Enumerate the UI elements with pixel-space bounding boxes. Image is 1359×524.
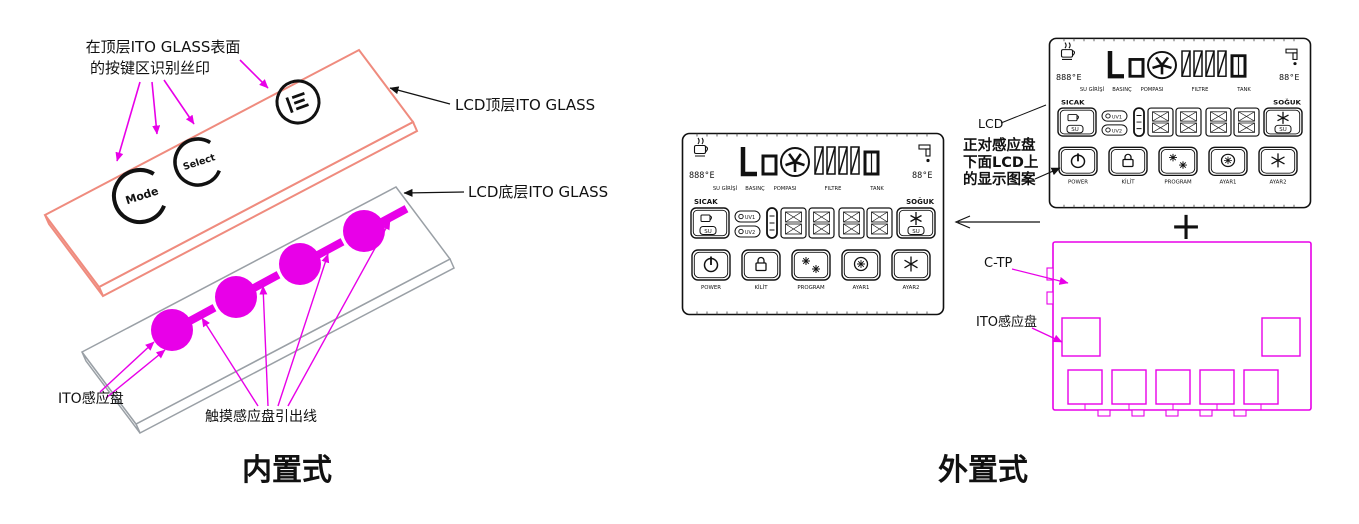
pad-tail-1 (186, 304, 217, 326)
ctp-pad-pins (1084, 404, 1262, 410)
ito-pad-3 (279, 243, 321, 285)
ito-pads (151, 210, 385, 351)
display-pattern-note-line2: 下面LCD上 (963, 154, 1039, 171)
silk-print-annotation-line1: 在顶层ITO GLASS表面 (86, 38, 241, 56)
bars-key-print (275, 79, 321, 125)
arrow-to-select-2 (163, 79, 195, 125)
ito-pad-right-label: ITO感应盘 (976, 314, 1037, 330)
pad-tail-2 (250, 271, 281, 293)
lead-wire-leaders (201, 220, 391, 407)
arrow-to-select (151, 81, 161, 135)
pad-tail-3 (314, 238, 345, 260)
external-diagram: LCD 正对感应盘 下面LCD上 的显示图案 + C-TP (683, 38, 1312, 488)
plus-sign: + (1170, 204, 1202, 248)
ito-pad-4 (343, 210, 385, 252)
result-arrow (954, 215, 1040, 229)
arrow-to-bars (239, 59, 269, 89)
bottom-glass-label: LCD底层ITO GLASS (468, 183, 608, 201)
ito-pad-2 (215, 276, 257, 318)
ito-pad-tails (186, 205, 409, 326)
lead-wire-label: 触摸感应盘引出线 (205, 408, 317, 425)
ctp-label: C-TP (984, 256, 1013, 271)
ctp-leader (1011, 268, 1069, 285)
lcd-leader (1000, 104, 1047, 124)
arrow-to-mode (115, 81, 141, 162)
title-external: 外置式 (938, 453, 1028, 488)
ctp-pad-row-4 (1199, 369, 1235, 405)
display-pattern-leader (1034, 167, 1061, 180)
built-in-diagram: 在顶层ITO GLASS表面 的按键区识别丝印 Mode Select (43, 38, 608, 488)
ctp-panel (1046, 241, 1312, 417)
ctp-bottom-tab-1 (1097, 409, 1111, 417)
silk-print-arrows (115, 59, 269, 162)
panel-main (683, 134, 944, 315)
ito-pad-label: ITO感应盘 (58, 390, 124, 407)
silk-print-annotation-line2: 的按键区识别丝印 (90, 59, 210, 77)
ctp-left-tab-1 (1046, 267, 1054, 281)
top-glass-leader (389, 86, 451, 105)
ctp-bottom-tab-4 (1199, 409, 1213, 417)
ctp-bottom-tab-3 (1165, 409, 1179, 417)
ctp-pad-right (1261, 317, 1301, 357)
ctp-pad-left (1061, 317, 1101, 357)
ctp-pad-row-1 (1067, 369, 1103, 405)
bars-key-glyph (285, 91, 309, 114)
panel-reference (1050, 38, 1311, 207)
ctp-pad-row-3 (1155, 369, 1191, 405)
title-built-in: 内置式 (242, 453, 332, 488)
top-glass (43, 48, 419, 298)
ctp-left-tab-2 (1046, 291, 1054, 305)
ito-pad-leaders (99, 341, 166, 399)
display-pattern-note-line3: 的显示图案 (963, 170, 1036, 188)
ctp-pad-row-2 (1111, 369, 1147, 405)
bottom-glass-leader (403, 188, 465, 197)
ctp-pad-row-5 (1243, 369, 1279, 405)
ctp-bottom-tab-2 (1131, 409, 1145, 417)
lcd-label: LCD (978, 116, 1003, 131)
ito-pad-right-leader (1031, 327, 1063, 343)
top-glass-label: LCD顶层ITO GLASS (455, 96, 595, 114)
display-pattern-note-line1: 正对感应盘 (963, 136, 1036, 154)
ito-pad-1 (151, 309, 193, 351)
ctp-bottom-tab-5 (1233, 409, 1247, 417)
